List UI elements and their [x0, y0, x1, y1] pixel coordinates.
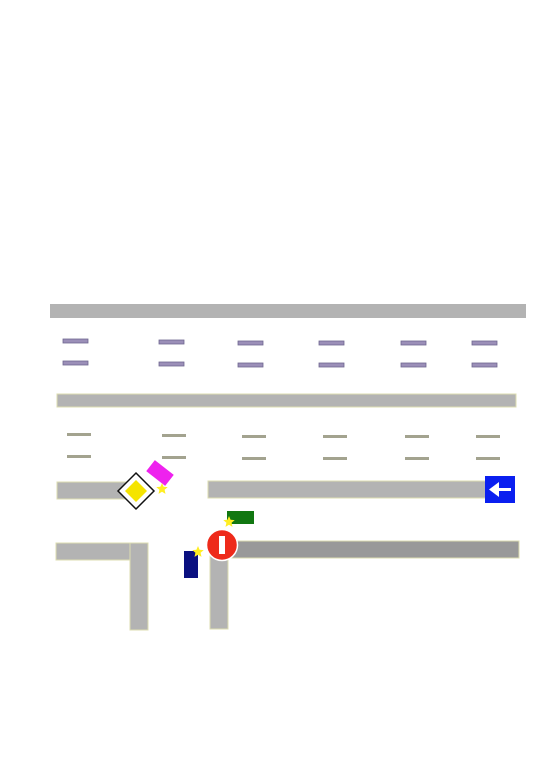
- lane-mark: [242, 435, 266, 438]
- left-side-curb-horizontal: [55, 542, 131, 561]
- one-way-arrow-shaft: [497, 488, 511, 491]
- collision-star-icon: [223, 516, 235, 527]
- lane-mark: [400, 340, 427, 346]
- median-curb: [56, 393, 517, 408]
- no-entry-sign: [205, 528, 239, 562]
- lane-mark: [400, 362, 427, 368]
- collision-star-icon: [156, 483, 168, 494]
- priority-road-sign: [116, 471, 156, 511]
- vehicles: [146, 460, 254, 578]
- road-curbs: [50, 304, 526, 631]
- lane-mark: [318, 340, 345, 346]
- lane-mark: [162, 434, 186, 437]
- lane-mark: [471, 340, 498, 346]
- right-lower-curb: [207, 480, 497, 499]
- right-side-curb-horizontal: [227, 540, 520, 559]
- upper-lane-markings: [62, 338, 498, 368]
- lower-lane-markings: [67, 433, 500, 460]
- lane-mark: [237, 340, 264, 346]
- lane-mark: [67, 433, 91, 436]
- lane-mark: [323, 457, 347, 460]
- collision-markers: [156, 483, 235, 557]
- lane-mark: [162, 456, 186, 459]
- lane-mark: [62, 338, 89, 344]
- lane-mark: [476, 457, 500, 460]
- top-curb: [50, 304, 526, 318]
- lane-mark: [405, 435, 429, 438]
- lane-mark: [323, 435, 347, 438]
- lane-mark: [67, 455, 91, 458]
- one-way-sign: [485, 476, 515, 503]
- no-entry-sign-icon: [219, 536, 225, 554]
- lane-mark: [471, 362, 498, 368]
- collision-star-icon: [192, 546, 204, 557]
- lane-mark: [405, 457, 429, 460]
- lane-mark: [242, 457, 266, 460]
- lane-mark: [237, 362, 264, 368]
- lane-mark: [62, 360, 89, 366]
- priority-road-sign-icon: [125, 480, 147, 502]
- lane-mark: [476, 435, 500, 438]
- navy-vehicle: [184, 551, 198, 578]
- left-arrow-icon: [489, 482, 499, 497]
- left-side-curb-vertical: [129, 542, 149, 631]
- lane-mark: [158, 339, 185, 345]
- lane-mark: [158, 361, 185, 367]
- lane-mark: [318, 362, 345, 368]
- magenta-vehicle: [146, 460, 174, 486]
